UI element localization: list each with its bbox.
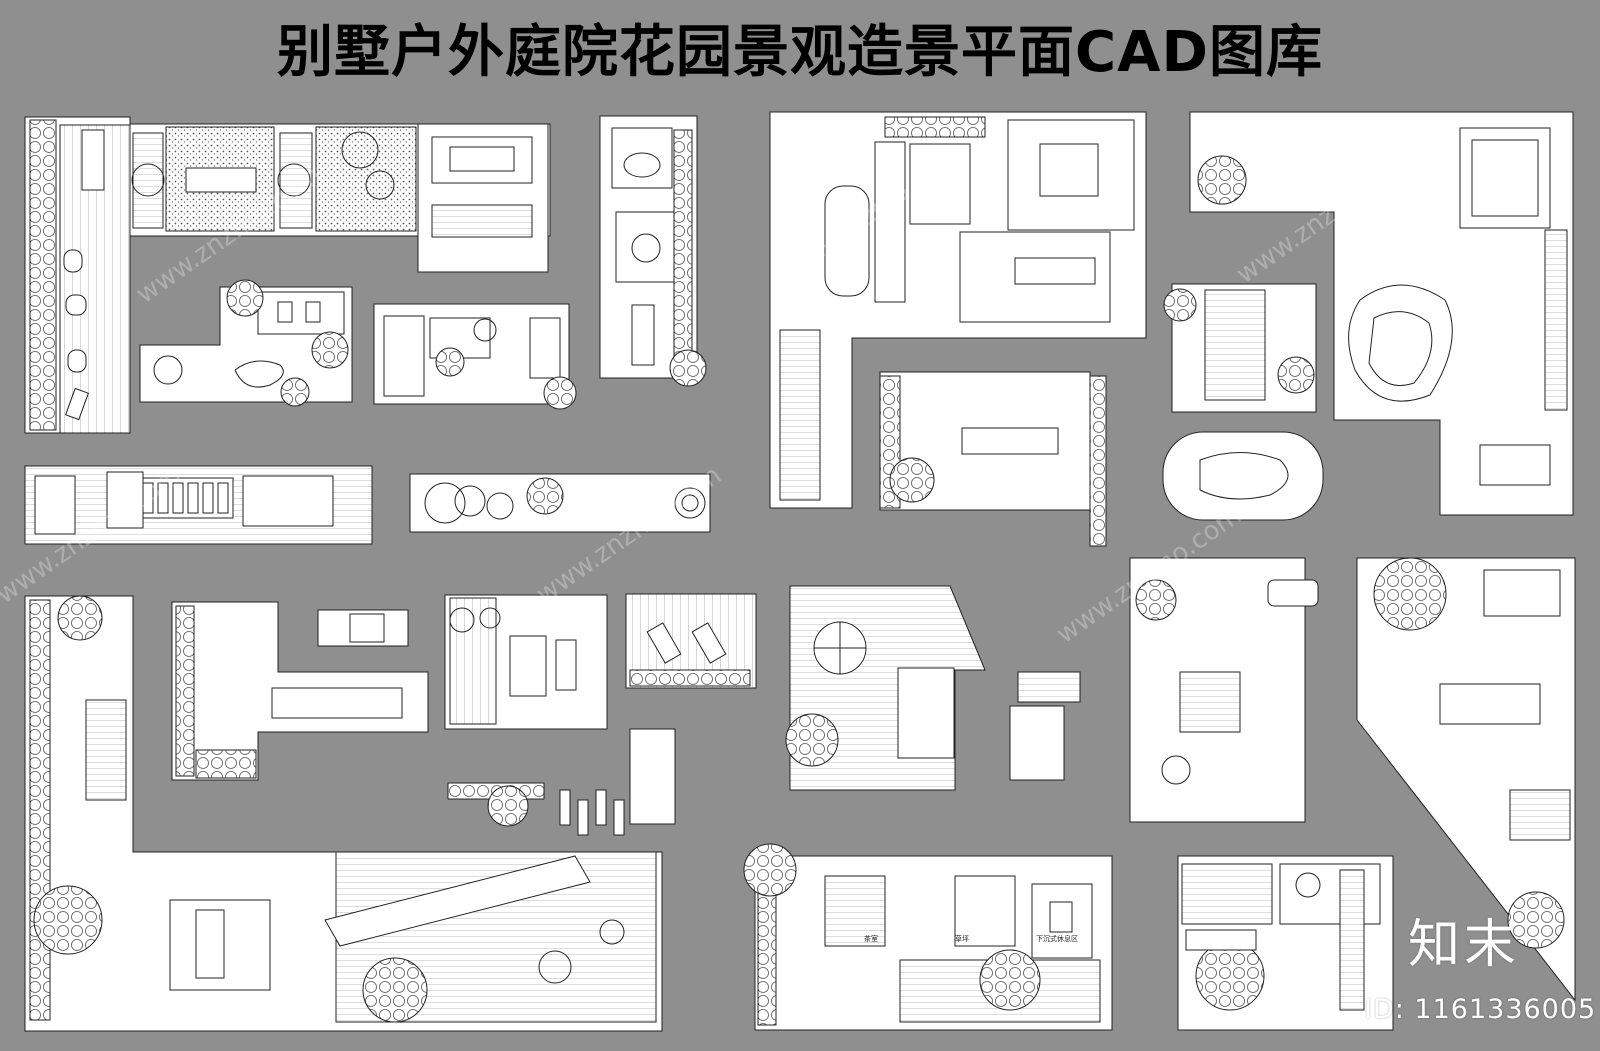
plan-v bbox=[1177, 855, 1394, 1031]
plan-j bbox=[1163, 283, 1317, 413]
plan-c bbox=[373, 303, 577, 410]
plan-q bbox=[447, 728, 676, 836]
plan-d bbox=[599, 115, 707, 387]
plan-m bbox=[171, 601, 429, 781]
plan-h bbox=[879, 371, 1107, 547]
plan-s bbox=[1129, 557, 1319, 823]
plan-f bbox=[409, 473, 711, 533]
plan-p bbox=[625, 593, 757, 689]
plan-u bbox=[743, 843, 1113, 1031]
plan-a bbox=[24, 116, 551, 434]
plan-b bbox=[139, 279, 353, 407]
plan-n bbox=[317, 609, 409, 647]
plan-label-lawn: 草坪 bbox=[955, 935, 969, 943]
plan-label-tea-room: 茶室 bbox=[864, 935, 878, 943]
brand-logo: 知末 bbox=[1408, 915, 1521, 975]
plan-o bbox=[444, 594, 608, 730]
plan-g bbox=[769, 111, 1147, 509]
plan-r bbox=[785, 585, 1081, 791]
plan-label-sunken-area: 下沉式休息区 bbox=[1036, 935, 1078, 943]
plan-l bbox=[24, 595, 663, 1032]
image-id: ID: 1161336005 bbox=[1364, 994, 1597, 1025]
plan-t bbox=[1356, 557, 1576, 1002]
plan-k bbox=[1162, 431, 1324, 521]
page-title: 别墅户外庭院花园景观造景平面CAD图库 bbox=[277, 20, 1323, 85]
plan-e bbox=[24, 465, 373, 545]
plan-i bbox=[1189, 111, 1574, 516]
